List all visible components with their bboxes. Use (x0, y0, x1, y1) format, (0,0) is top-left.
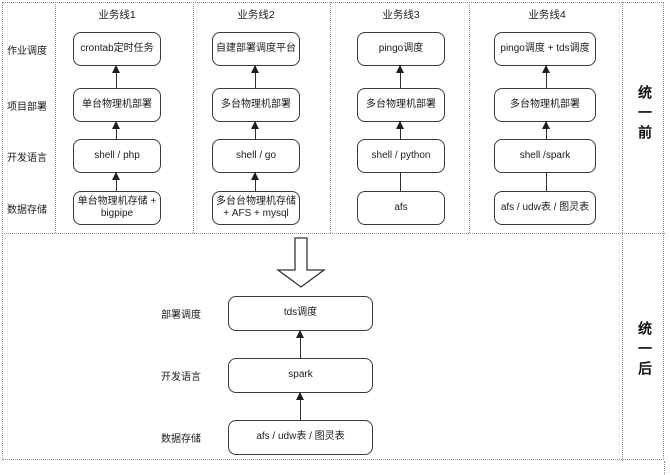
up-arrow-connector (251, 65, 259, 88)
up-arrow-connector (396, 121, 404, 139)
up-arrow-connector (296, 330, 304, 358)
divider-line1-line2 (193, 2, 194, 233)
flow-node: pingo调度 + tds调度 (494, 32, 596, 66)
flow-node: spark (228, 358, 373, 393)
flow-node: 多台物理机部署 (494, 88, 596, 122)
flow-node: 自建部署调度平台 (212, 32, 300, 66)
flow-node: crontab定时任务 (73, 32, 161, 66)
column-title: 业务线2 (237, 8, 275, 21)
up-arrow-connector (296, 392, 304, 420)
up-arrow-connector (542, 65, 550, 88)
border-artifact (664, 461, 665, 475)
up-arrow-connector (396, 65, 404, 88)
column-title: 业务线1 (98, 8, 136, 21)
divider-line3-line4 (469, 2, 470, 233)
flow-node: shell / go (212, 139, 300, 173)
flow-node: afs (357, 191, 445, 225)
flow-node: 单台物理机存储 + bigpipe (73, 191, 161, 225)
flow-node: shell / python (357, 139, 445, 173)
column-title: 业务线4 (528, 8, 566, 21)
up-arrow-connector (251, 121, 259, 139)
row-label: 部署调度 (161, 310, 201, 321)
side-label-before-unification: 统一前 (637, 85, 653, 145)
flow-node: 多台物理机部署 (357, 88, 445, 122)
plain-connector (546, 173, 547, 191)
row-label: 数据存储 (7, 204, 47, 216)
flow-node: tds调度 (228, 296, 373, 331)
up-arrow-connector (112, 121, 120, 139)
flow-node: 多台物理机部署 (212, 88, 300, 122)
divider-side-column (622, 2, 623, 461)
divider-rowlabels (55, 2, 56, 233)
row-label: 开发语言 (7, 152, 47, 164)
up-arrow-connector (112, 65, 120, 88)
flow-node: 单台物理机部署 (73, 88, 161, 122)
row-label: 开发语言 (161, 372, 201, 383)
row-label: 数据存储 (161, 434, 201, 445)
up-arrow-connector (251, 172, 259, 191)
up-arrow-connector (112, 172, 120, 191)
flow-node: pingo调度 (357, 32, 445, 66)
flow-node: 多台台物理机存储 + AFS + mysql (212, 191, 300, 225)
up-arrow-connector (542, 121, 550, 139)
flow-node: afs / udw表 / 图灵表 (494, 191, 596, 225)
big-down-arrow-icon (276, 237, 326, 288)
row-label: 作业调度 (7, 45, 47, 57)
column-title: 业务线3 (382, 8, 420, 21)
divider-before-after (2, 233, 665, 234)
side-label-after-unification: 统一后 (637, 321, 653, 381)
row-label: 项目部署 (7, 101, 47, 113)
flow-node: afs / udw表 / 图灵表 (228, 420, 373, 455)
flow-node: shell / php (73, 139, 161, 173)
plain-connector (400, 173, 401, 191)
outer-dotted-border (2, 2, 664, 460)
flow-node: shell /spark (494, 139, 596, 173)
divider-line2-line3 (330, 2, 331, 233)
